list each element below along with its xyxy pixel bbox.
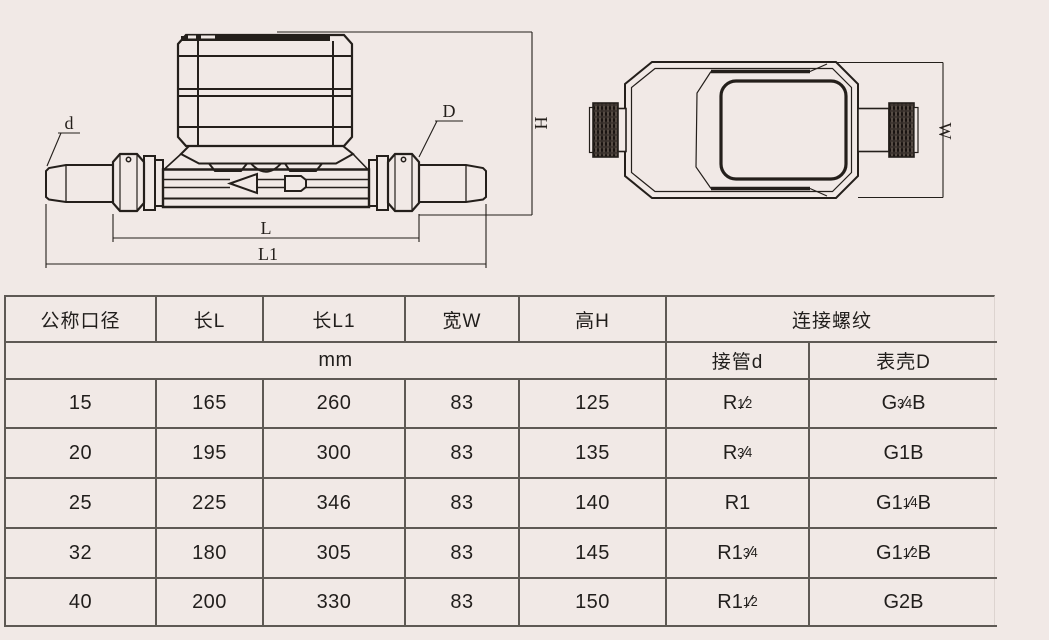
cell-length-L: 200 xyxy=(157,579,264,627)
cell-thread-D: G1⁄B xyxy=(810,429,997,479)
display-bezel xyxy=(695,63,848,197)
flow-arrow-icon xyxy=(226,172,307,195)
display-window xyxy=(719,79,848,181)
header-length-L: 长L xyxy=(157,297,264,343)
dim-label-D: D xyxy=(443,101,456,121)
meter-register-head xyxy=(176,33,354,148)
cell-thread-D: G2⁄B xyxy=(810,579,997,627)
unit-cell-mm: mm xyxy=(6,343,667,380)
measuring-tube xyxy=(161,168,371,209)
dim-label-L1: L1 xyxy=(258,244,278,264)
right-pipe-stub xyxy=(419,164,487,203)
header-width-W: 宽W xyxy=(406,297,520,343)
cell-length-L1: 346 xyxy=(264,479,406,529)
cell-height-H: 135 xyxy=(520,429,667,479)
cell-dn: 25 xyxy=(6,479,157,529)
left-pipe-stub xyxy=(45,164,113,203)
cell-height-H: 150 xyxy=(520,579,667,627)
cell-thread-d: R1⁄ xyxy=(667,479,810,529)
cell-width-W: 83 xyxy=(406,579,520,627)
subheader-case-thread-D: 表壳D xyxy=(810,343,997,380)
header-connection-thread: 连接螺纹 xyxy=(667,297,997,343)
right-coupling-nut xyxy=(386,152,421,213)
gasket-rings xyxy=(143,155,389,211)
cell-length-L: 180 xyxy=(157,529,264,579)
cell-dn: 40 xyxy=(6,579,157,627)
cell-length-L: 225 xyxy=(157,479,264,529)
cell-width-W: 83 xyxy=(406,529,520,579)
subheader-pipe-thread-d: 接管d xyxy=(667,343,810,380)
dimension-lines-top-view: W xyxy=(836,61,955,199)
cell-dn: 15 xyxy=(6,380,157,429)
header-height-H: 高H xyxy=(520,297,667,343)
technical-drawings: H d D L L1 xyxy=(45,31,955,268)
top-view-drawing: W xyxy=(588,61,955,199)
header-length-L1: 长L1 xyxy=(264,297,406,343)
cell-length-L1: 330 xyxy=(264,579,406,627)
dim-label-d: d xyxy=(65,113,74,133)
head-top-notch xyxy=(188,35,196,39)
cell-length-L1: 260 xyxy=(264,380,406,429)
right-thread-connector xyxy=(857,102,919,158)
cell-width-W: 83 xyxy=(406,380,520,429)
cell-dn: 20 xyxy=(6,429,157,479)
cell-height-H: 145 xyxy=(520,529,667,579)
dimension-lines: H d D L L1 xyxy=(45,31,551,268)
head-top-notch xyxy=(201,35,215,39)
cell-length-L1: 300 xyxy=(264,429,406,479)
cell-length-L: 195 xyxy=(157,429,264,479)
side-view-drawing: H d D L L1 xyxy=(45,31,551,268)
cell-length-L: 165 xyxy=(157,380,264,429)
cell-height-H: 125 xyxy=(520,380,667,429)
meter-saddle xyxy=(163,145,369,173)
cell-width-W: 83 xyxy=(406,429,520,479)
cell-length-L1: 305 xyxy=(264,529,406,579)
cell-height-H: 140 xyxy=(520,479,667,529)
header-nominal-diameter: 公称口径 xyxy=(6,297,157,343)
dim-label-L: L xyxy=(261,218,272,238)
cell-width-W: 83 xyxy=(406,479,520,529)
dim-label-H: H xyxy=(531,117,551,130)
spec-table: 公称口径 长L 长L1 宽W 高H 连接螺纹 mm 接管d 表壳D 15 165… xyxy=(4,295,997,627)
cell-dn: 32 xyxy=(6,529,157,579)
left-thread-connector xyxy=(588,102,627,158)
dim-label-W: W xyxy=(935,123,955,140)
left-coupling-nut xyxy=(111,152,146,213)
